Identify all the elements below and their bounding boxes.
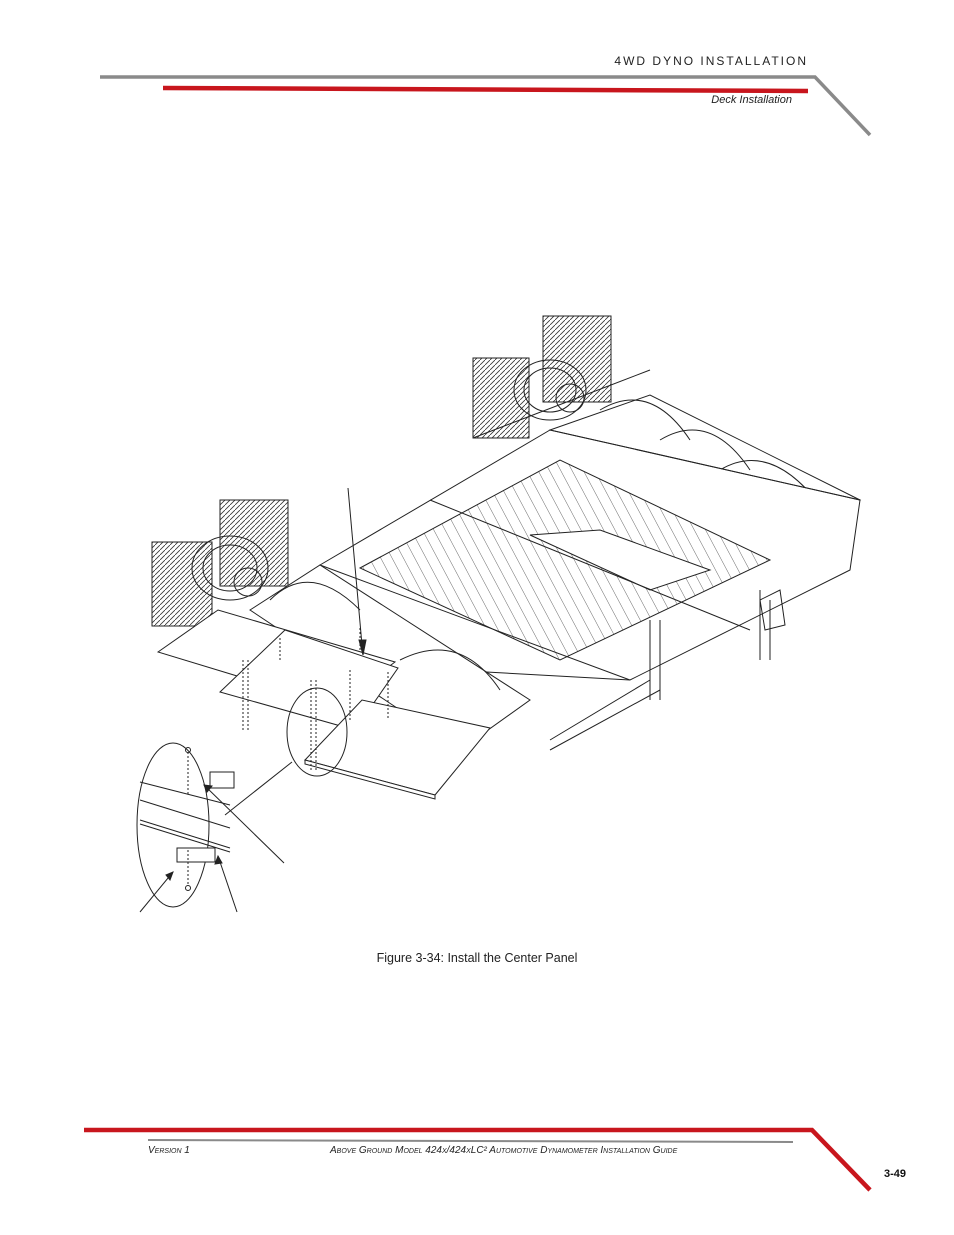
rear-absorber-unit [472, 315, 651, 439]
footer-version: Version 1 [148, 1145, 190, 1156]
section-title: Deck Installation [711, 94, 792, 106]
page-number: 3-49 [883, 1168, 906, 1180]
center-panel-installation-drawing [136, 315, 862, 913]
header-rule-graphic [100, 75, 872, 137]
footer-guide-title: Above Ground Model 424x/424xLC² Automoti… [330, 1145, 678, 1156]
chapter-title: 4WD DYNO INSTALLATION [614, 54, 808, 68]
front-absorber-unit [151, 499, 289, 627]
figure-caption: Figure 3-34: Install the Center Panel [376, 951, 578, 965]
detail-inset [136, 742, 285, 913]
